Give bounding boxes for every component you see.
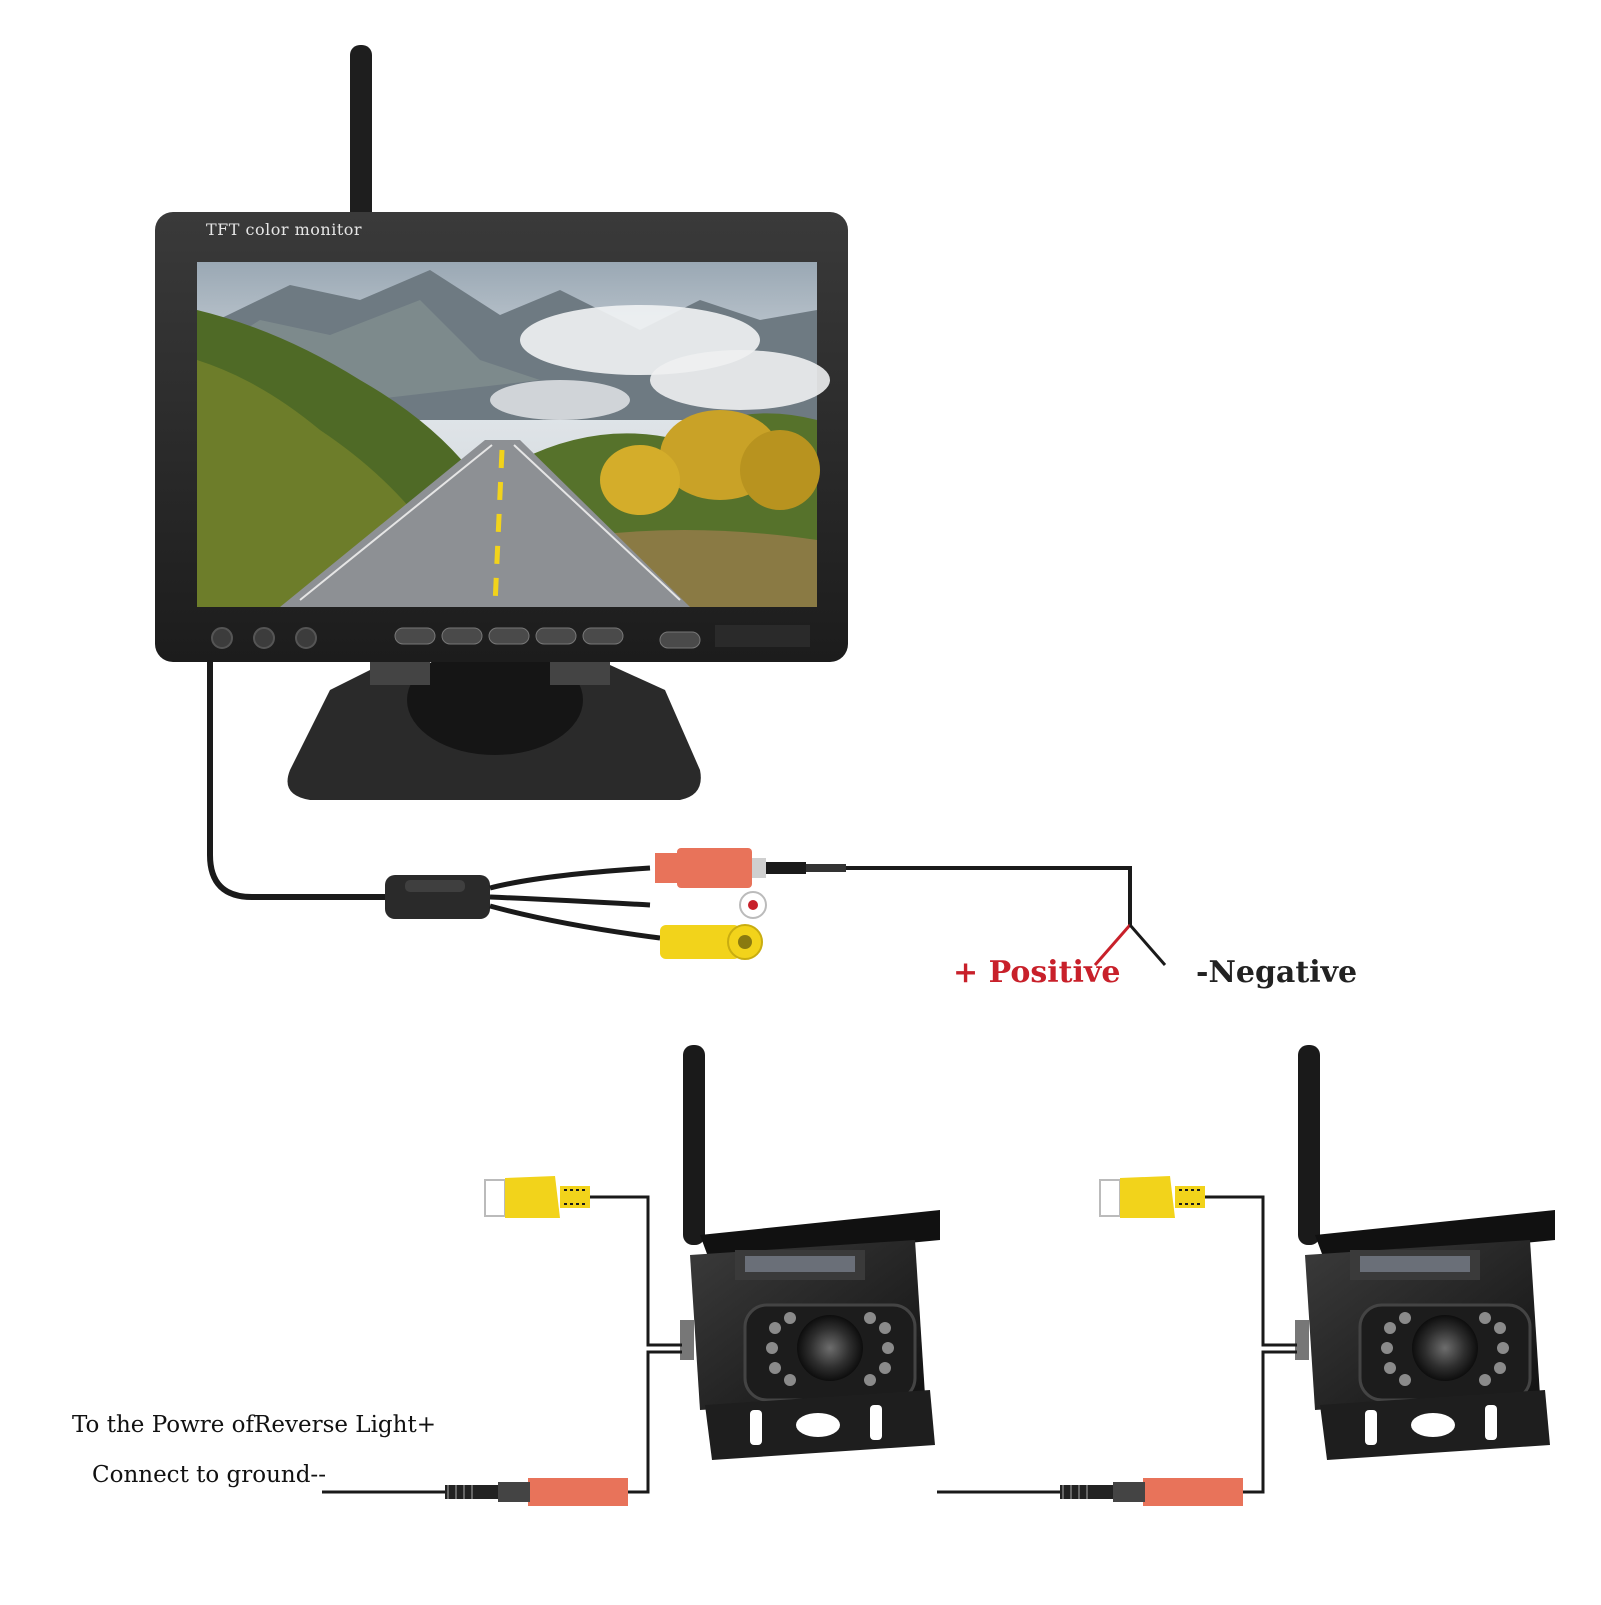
camera-1 [680, 1045, 940, 1460]
camera-lens [1412, 1315, 1478, 1381]
monitor-stand [287, 645, 701, 800]
monitor-control-buttons [211, 625, 810, 649]
monitor-button [582, 627, 624, 645]
monitor-brand-label: TFT color monitor [206, 220, 363, 239]
ground-label: Connect to ground-- [92, 1462, 326, 1488]
camera-2-video-plug [1099, 1176, 1205, 1218]
monitor-button [441, 627, 483, 645]
negative-wire [1128, 924, 1167, 966]
camera-1-video-plug [484, 1176, 590, 1218]
monitor-screen [197, 262, 830, 607]
negative-label: -Negative [1196, 955, 1358, 990]
monitor-button [488, 627, 530, 645]
camera-antenna [683, 1045, 705, 1245]
camera-1-wiring [322, 1176, 682, 1506]
power-rca-plug [655, 848, 846, 888]
camera-antenna [1298, 1045, 1320, 1245]
monitor-cable-harness [207, 660, 1167, 966]
camera-ir-leds [766, 1312, 894, 1386]
camera-2-wiring [937, 1176, 1297, 1506]
monitor-power-button [659, 631, 701, 649]
monitor-antenna [350, 45, 372, 230]
audio-rca-socket [739, 891, 767, 919]
monitor-button [394, 627, 436, 645]
camera-2-power-plug [1060, 1478, 1243, 1506]
monitor-ir-window [715, 625, 810, 647]
monitor-button [535, 627, 577, 645]
positive-label: + Positive [953, 955, 1121, 990]
camera-ir-leds [1381, 1312, 1509, 1386]
monitor-knob [295, 627, 317, 649]
monitor-knob [211, 627, 233, 649]
camera-lens [797, 1315, 863, 1381]
camera-1-power-plug [445, 1478, 628, 1506]
camera-2 [1295, 1045, 1555, 1460]
positive-wire [1093, 924, 1132, 966]
monitor-knob [253, 627, 275, 649]
monitor [155, 45, 848, 800]
video-rca-socket [660, 924, 763, 960]
reverse-light-label: To the Powre ofReverse Light+ [72, 1412, 436, 1438]
